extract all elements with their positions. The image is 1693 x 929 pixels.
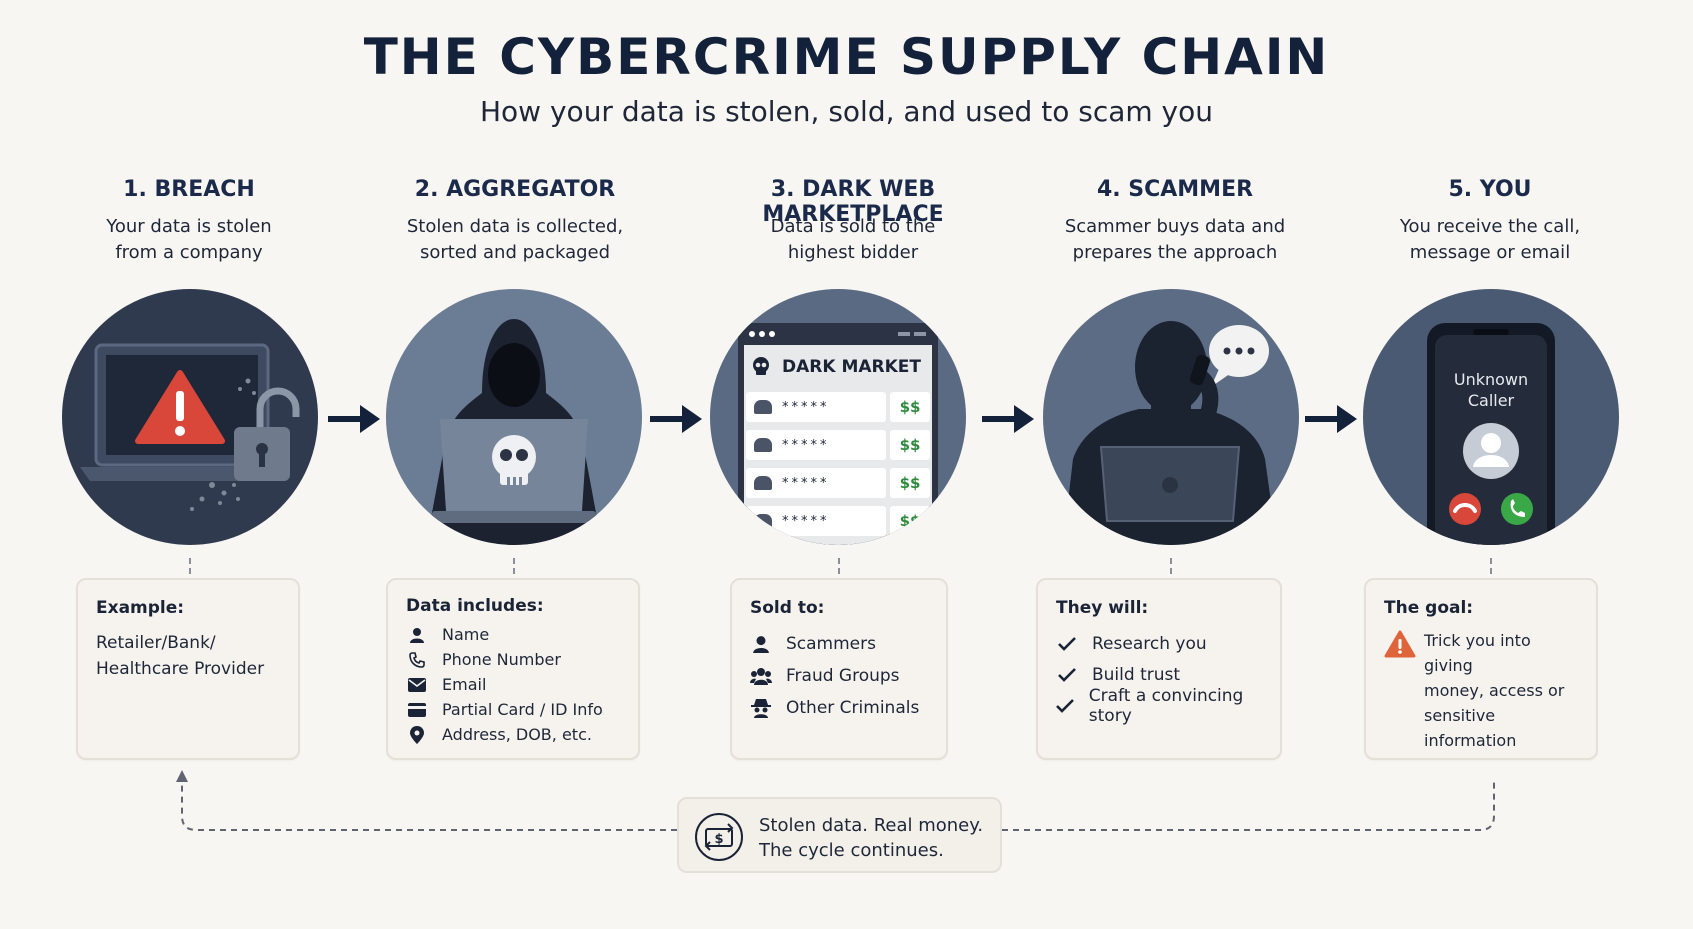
list-item: Build trust [1056, 659, 1262, 690]
cycle-loop [176, 770, 1495, 831]
stage-heading-marketplace: 3. DARK WEB MARKETPLACE [762, 177, 944, 227]
breach-card: Example: Retailer/Bank/ Healthcare Provi… [76, 578, 300, 760]
warning-icon [135, 370, 225, 444]
stage-desc-aggregator: Stolen data is collected,sorted and pack… [406, 216, 624, 263]
cycle-line-1: Stolen data. Real money. [759, 815, 984, 836]
check-icon [1056, 695, 1075, 717]
svg-text:$: $ [714, 832, 723, 847]
open-padlock-icon [234, 387, 300, 481]
hacker-illustration [386, 289, 642, 545]
list-item: Phone Number [406, 647, 620, 672]
phone-icon [406, 649, 428, 671]
data-types-list: Name Phone Number Email Partial Card / I… [406, 622, 620, 747]
connector-dash [1170, 558, 1172, 574]
flow-arrow-icon [982, 405, 1034, 433]
check-icon [1056, 633, 1078, 655]
scammer-illustration [1043, 289, 1299, 545]
goal-card: The goal: Trick you into giving money, a… [1364, 578, 1598, 760]
list-item: Fraud Groups [750, 660, 928, 692]
list-item: Address, DOB, etc. [406, 722, 620, 747]
scammer-card: They will: Research you Build trust Craf… [1036, 578, 1282, 760]
person-icon [406, 624, 428, 646]
flow-arrow-icon [1305, 405, 1357, 433]
list-item: Scammers [750, 628, 928, 660]
accept-call-icon [1501, 493, 1533, 525]
breach-illustration [62, 289, 318, 545]
caller-label: Unknown Caller [1453, 370, 1529, 410]
page-title: THE CYBERCRIME SUPPLY CHAIN [363, 28, 1330, 86]
person-icon [750, 633, 772, 655]
list-item: Research you [1056, 628, 1262, 659]
arrow-up-icon [176, 770, 188, 782]
connector-dash [513, 558, 515, 574]
market-listing-row: ***** $$ [746, 506, 930, 536]
dark-market-illustration: DARK MARKET ***** $$ ***** $$ ***** $$ *… [710, 289, 966, 545]
list-item: Other Criminals [750, 692, 928, 724]
connector-dash [1490, 558, 1492, 574]
market-listing-row: ***** $$ [746, 468, 930, 498]
list-item: Partial Card / ID Info [406, 697, 620, 722]
stage-heading-you: 5. YOU [1448, 177, 1532, 202]
list-item: Craft a convincing story [1056, 686, 1262, 726]
flow-arrow-icon [650, 405, 702, 433]
skull-icon [753, 357, 769, 375]
stage-desc-you: You receive the call,message or email [1399, 216, 1581, 263]
buyers-list: Scammers Fraud Groups Other Criminals [750, 628, 928, 724]
aggregator-card: Data includes: Name Phone Number Email P… [386, 578, 640, 760]
flow-arrow-icon [328, 405, 380, 433]
list-item: Name [406, 622, 620, 647]
location-pin-icon [406, 724, 428, 746]
list-item: Email [406, 672, 620, 697]
page-subtitle: How your data is stolen, sold, and used … [480, 95, 1213, 128]
card-icon [406, 699, 428, 721]
market-listings: ***** $$ ***** $$ ***** $$ ***** $$ [746, 392, 930, 536]
decline-call-icon [1449, 493, 1481, 525]
group-icon [750, 665, 772, 687]
skull-icon [492, 435, 536, 485]
avatar [1463, 423, 1519, 479]
marketplace-card: Sold to: Scammers Fraud Groups Other Cri… [730, 578, 948, 760]
market-listing-row: ***** $$ [746, 430, 930, 460]
envelope-icon [406, 674, 428, 696]
phone-call-illustration: Unknown Caller [1363, 289, 1619, 545]
connector-dash [189, 558, 191, 574]
market-listing-row: ***** $$ [746, 392, 930, 422]
stage-heading-scammer: 4. SCAMMER [1096, 177, 1254, 202]
spy-icon [750, 697, 772, 719]
speech-bubble-icon [1209, 325, 1269, 387]
check-icon [1056, 664, 1078, 686]
market-header: DARK MARKET [750, 350, 926, 384]
connector-dash [838, 558, 840, 574]
stage-heading-aggregator: 2. AGGREGATOR [414, 177, 616, 202]
stage-heading-breach: 1. BREACH [123, 177, 255, 202]
warning-icon [1384, 630, 1416, 658]
money-icon: $ [695, 813, 743, 861]
cycle-line-2: The cycle continues. [759, 840, 944, 861]
cycle-summary: $ Stolen data. Real money. The cycle con… [677, 797, 1002, 873]
scammer-actions-list: Research you Build trust Craft a convinc… [1056, 628, 1262, 726]
goal-text: Trick you into giving money, access or s… [1424, 631, 1565, 750]
